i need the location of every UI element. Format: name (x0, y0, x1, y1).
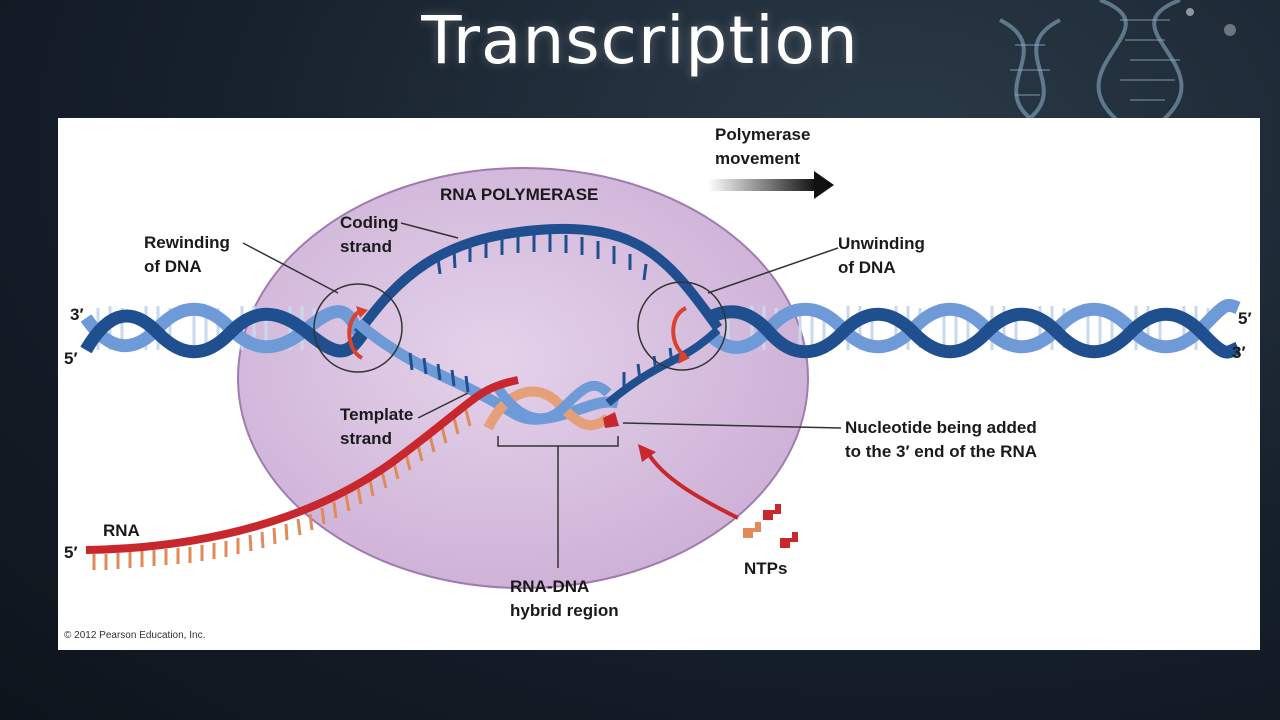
enzyme-label: RNA POLYMERASE (440, 185, 598, 204)
rewinding-label-line2: of DNA (144, 257, 202, 276)
movement-arrow-shaft (708, 179, 816, 191)
nucleotide-label-line1: Nucleotide being added (845, 418, 1037, 437)
coding-strand-label-line1: Coding (340, 213, 399, 232)
coding-strand-label-line2: strand (340, 237, 392, 256)
rewinding-label-line1: Rewinding (144, 233, 230, 252)
hybrid-label-line1: RNA-DNA (510, 577, 589, 596)
dna-helix-decoration (980, 0, 1280, 130)
diagram-panel: RNA POLYMERASE Polymerase movement Codin… (58, 118, 1260, 650)
left-bottom-end-label: 5′ (64, 349, 78, 368)
template-strand-label-line1: Template (340, 405, 413, 424)
rna-end-label: 5′ (64, 543, 78, 562)
nucleotide-label-line2: to the 3′ end of the RNA (845, 442, 1037, 461)
ntps-label: NTPs (744, 559, 787, 578)
transcription-diagram: RNA POLYMERASE Polymerase movement Codin… (58, 118, 1260, 650)
rna-label: RNA (103, 521, 140, 540)
template-strand-label-line2: strand (340, 429, 392, 448)
movement-label-line1: Polymerase (715, 125, 810, 144)
unwinding-label-line2: of DNA (838, 258, 896, 277)
left-top-end-label: 3′ (70, 305, 84, 324)
hybrid-label-line2: hybrid region (510, 601, 619, 620)
movement-label-line2: movement (715, 149, 800, 168)
unwinding-label-line1: Unwinding (838, 234, 925, 253)
right-top-end-label: 5′ (1238, 309, 1252, 328)
movement-arrow-head (814, 171, 834, 199)
ntp-molecules (743, 504, 798, 548)
copyright-notice: © 2012 Pearson Education, Inc. (64, 630, 205, 641)
right-bottom-end-label: 3′ (1232, 343, 1246, 362)
